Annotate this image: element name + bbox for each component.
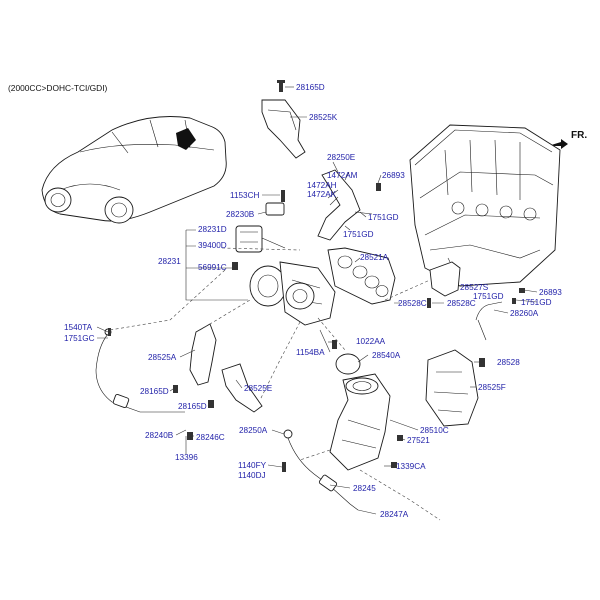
part-label[interactable]: 1472AK	[307, 190, 337, 199]
dashed-guide-lines	[109, 247, 441, 521]
part-label[interactable]: 28527S	[460, 283, 489, 292]
part-label[interactable]: 28528C	[447, 299, 476, 308]
part-label[interactable]: 39400D	[198, 241, 227, 250]
water-feed-pipe	[95, 328, 185, 413]
part-label[interactable]: 26893	[539, 288, 562, 297]
part-label[interactable]: 56991C	[198, 263, 227, 272]
part-label[interactable]: 1751GD	[343, 230, 374, 239]
part-label[interactable]: 28165D	[296, 83, 325, 92]
part-label[interactable]: 28231	[158, 257, 181, 266]
converter-gasket	[335, 353, 361, 375]
part-label[interactable]: 26893	[382, 171, 405, 180]
part-label[interactable]: 28525F	[478, 383, 506, 392]
catalytic-converter	[329, 373, 391, 471]
part-label[interactable]: 1472AM	[327, 171, 358, 180]
part-label[interactable]: 1751GD	[368, 213, 399, 222]
car-illustration	[41, 116, 227, 224]
part-label[interactable]: 1154BA	[296, 348, 325, 357]
part-number-labels: 28165D 28525K 28250E 1472AM 26893 1472AH…	[64, 83, 562, 519]
part-label[interactable]: 28540A	[372, 351, 401, 360]
part-label[interactable]: 28250E	[327, 153, 356, 162]
front-direction-indicator: FR.	[548, 130, 587, 149]
part-label[interactable]: 1751GD	[521, 298, 552, 307]
part-label[interactable]: 1751GD	[473, 292, 504, 301]
part-label[interactable]: 1140DJ	[238, 471, 266, 480]
catalyst-heat-shield	[425, 349, 479, 427]
oil-feed-pipe-upper	[317, 169, 373, 241]
part-label[interactable]: 28510C	[420, 426, 449, 435]
part-label[interactable]: 28247A	[380, 510, 409, 519]
engine-spec-title: (2000CC>DOHC-TCI/GDI)	[8, 83, 108, 93]
engine-location-marker	[176, 128, 196, 150]
part-label[interactable]: 27521	[407, 436, 430, 445]
part-label[interactable]: 1022AA	[356, 337, 386, 346]
assembly-bracket-28231	[185, 229, 248, 301]
part-label[interactable]: 28165D	[178, 402, 207, 411]
engine-block	[409, 124, 561, 287]
turbocharger-assembly	[235, 202, 336, 326]
leader-lines	[96, 86, 538, 515]
part-label[interactable]: 28521A	[360, 253, 389, 262]
part-label[interactable]: 28528	[497, 358, 520, 367]
part-label[interactable]: 28525E	[244, 384, 273, 393]
oil-return-pipe	[475, 301, 503, 341]
part-label[interactable]: 28528C	[398, 299, 427, 308]
part-label[interactable]: 1540TA	[64, 323, 93, 332]
turbo-heat-shield-lower	[189, 323, 263, 413]
direction-label: FR.	[571, 130, 587, 141]
direction-arrow-icon	[548, 139, 568, 149]
part-label[interactable]: 28250A	[239, 426, 268, 435]
exhaust-front-pipe	[283, 429, 359, 511]
part-label[interactable]: 28240B	[145, 431, 174, 440]
part-label[interactable]: 28525A	[148, 353, 177, 362]
turbo-heat-shield-upper	[261, 99, 306, 159]
part-label[interactable]: 1472AH	[307, 181, 337, 190]
part-label[interactable]: 28246C	[196, 433, 225, 442]
part-label[interactable]: 1140FY	[238, 461, 267, 470]
part-label[interactable]: 28165D	[140, 387, 169, 396]
turbo-support-bracket	[429, 261, 461, 297]
part-label[interactable]: 28231D	[198, 225, 227, 234]
part-label[interactable]: 28230B	[226, 210, 255, 219]
part-label[interactable]: 13396	[175, 453, 198, 462]
part-label[interactable]: 1339CA	[396, 462, 426, 471]
part-label[interactable]: 28245	[353, 484, 376, 493]
part-label[interactable]: 28260A	[510, 309, 539, 318]
part-label[interactable]: 28525K	[309, 113, 338, 122]
part-label[interactable]: 1751GC	[64, 334, 95, 343]
exhaust-manifold-gasket	[327, 247, 396, 305]
part-label[interactable]: 1153CH	[230, 191, 260, 200]
